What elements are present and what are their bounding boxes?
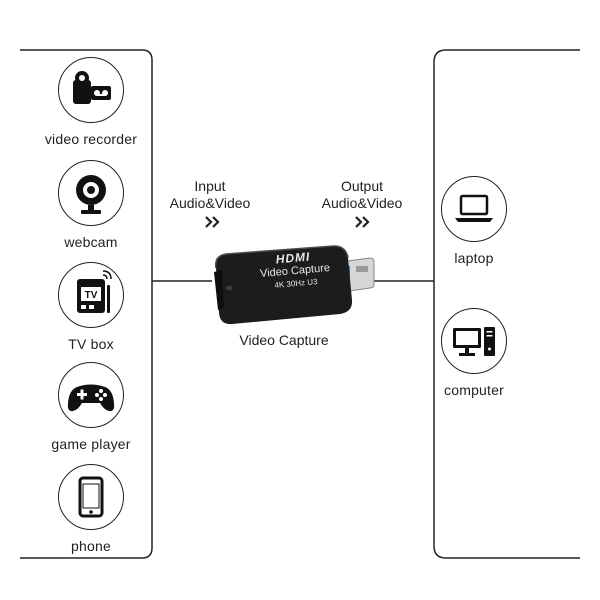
output-label-line1: Output: [340, 178, 384, 194]
device-label: video recorder: [44, 131, 138, 147]
input-label: Input Audio&Video: [160, 178, 260, 212]
output-label-line2: Audio&Video: [321, 195, 403, 211]
capture-card-device: [214, 245, 375, 325]
webcam-icon: [58, 160, 124, 226]
input-label-line2: Audio&Video: [169, 195, 251, 211]
device-tv-box: TV TV box: [36, 262, 146, 352]
device-label: TV box: [68, 336, 114, 352]
device-label: phone: [71, 538, 111, 554]
device-computer: computer: [419, 308, 529, 398]
input-chevrons-icon: [205, 216, 220, 228]
left-bracket: [20, 49, 153, 559]
tv-badge-text: TV: [85, 290, 98, 301]
video-recorder-icon: [58, 57, 124, 123]
device-label: game player: [51, 436, 131, 452]
device-video-recorder: video recorder: [36, 57, 146, 147]
input-label-line1: Input: [194, 178, 226, 194]
device-label: laptop: [454, 250, 494, 266]
video-capture-label: Video Capture: [239, 332, 329, 348]
device-label: computer: [444, 382, 504, 398]
phone-icon: [58, 464, 124, 530]
device-phone: phone: [36, 464, 146, 554]
device-game-player: game player: [36, 362, 146, 452]
device-webcam: webcam: [36, 160, 146, 250]
gamepad-icon: [58, 362, 124, 428]
right-bracket: [433, 49, 580, 559]
device-laptop: laptop: [419, 176, 529, 266]
output-label: Output Audio&Video: [312, 178, 412, 212]
laptop-icon: [441, 176, 507, 242]
computer-icon: [441, 308, 507, 374]
output-chevrons-icon: [355, 216, 370, 228]
dongle-body: [215, 246, 353, 325]
device-label: webcam: [64, 234, 118, 250]
tv-box-icon: TV: [58, 262, 124, 328]
